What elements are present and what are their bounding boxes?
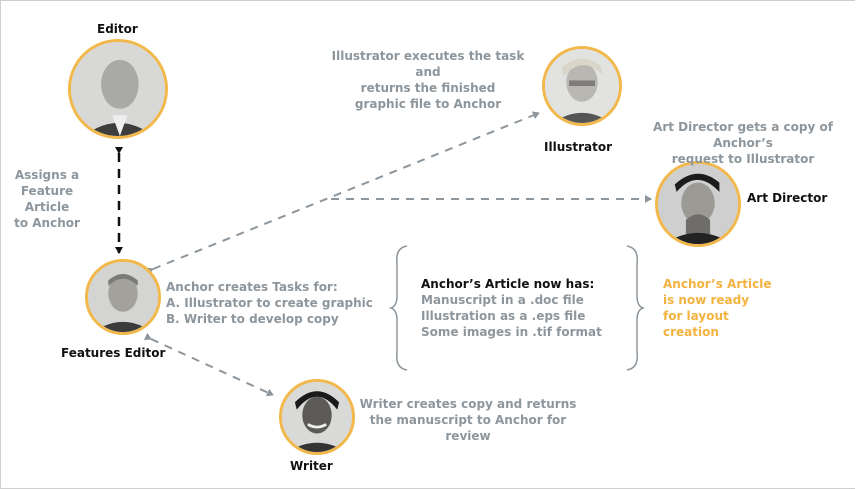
- art-director-note-line: request to Illustrator: [671, 152, 815, 166]
- features-editor-writer-arrow: [143, 332, 274, 397]
- article-item: Some images in .tif format: [421, 325, 602, 339]
- article-heading: Anchor’s Article now has:: [421, 277, 595, 291]
- illustrator-note-line: Illustrator executes the task and: [331, 49, 525, 79]
- writer-label: Writer: [290, 459, 333, 473]
- features-editor-portrait: [85, 259, 161, 335]
- illustrator-portrait: [542, 46, 622, 126]
- ready-note: Anchor’s Article is now ready for layout…: [663, 276, 813, 340]
- anchor-tasks-note: Anchor creates Tasks for: A. Illustrator…: [166, 279, 391, 327]
- writer-note-line: the manuscript to Anchor for: [369, 413, 567, 427]
- writer-note: Writer creates copy and returns the manu…: [353, 396, 583, 444]
- ready-note-line: is now ready: [663, 293, 750, 307]
- ready-note-line: Anchor’s Article: [663, 277, 772, 291]
- left-brace-icon: [389, 245, 408, 371]
- assigns-note-line: to Anchor: [14, 216, 80, 230]
- ready-note-line: for layout: [663, 309, 729, 323]
- ready-note-line: creation: [663, 325, 719, 339]
- article-contents: Anchor’s Article now has: Manuscript in …: [421, 276, 621, 340]
- illustrator-label: Illustrator: [544, 140, 613, 154]
- right-brace-icon: [626, 245, 645, 371]
- writer-portrait: [279, 379, 355, 455]
- assigns-note: Assigns a Feature Article to Anchor: [1, 167, 93, 231]
- art-director-label: Art Director: [747, 191, 828, 205]
- article-item: Manuscript in a .doc file: [421, 293, 584, 307]
- illustrator-note: Illustrator executes the task and return…: [323, 48, 533, 112]
- features-editor-illustrator-arrow: [145, 111, 540, 275]
- anchor-tasks-line: A. Illustrator to create graphic: [166, 296, 373, 310]
- art-director-note: Art Director gets a copy of Anchor’s req…: [623, 119, 855, 167]
- anchor-tasks-line: Anchor creates Tasks for:: [166, 280, 338, 294]
- writer-note-line: Writer creates copy and returns: [359, 397, 577, 411]
- editor-portrait: [68, 39, 168, 139]
- art-director-note-line: Art Director gets a copy of Anchor’s: [653, 120, 833, 150]
- features-editor-label: Features Editor: [61, 346, 166, 360]
- editor-label: Editor: [97, 22, 138, 36]
- writer-note-line: review: [445, 429, 491, 443]
- anchor-tasks-line: B. Writer to develop copy: [166, 312, 339, 326]
- assigns-note-line: Assigns a: [14, 168, 80, 182]
- illustrator-note-line: graphic file to Anchor: [354, 97, 502, 111]
- article-item: Illustration as a .eps file: [421, 309, 586, 323]
- art-director-portrait: [655, 161, 741, 247]
- assigns-note-line: Feature Article: [20, 184, 74, 214]
- illustrator-note-line: returns the finished: [360, 81, 496, 95]
